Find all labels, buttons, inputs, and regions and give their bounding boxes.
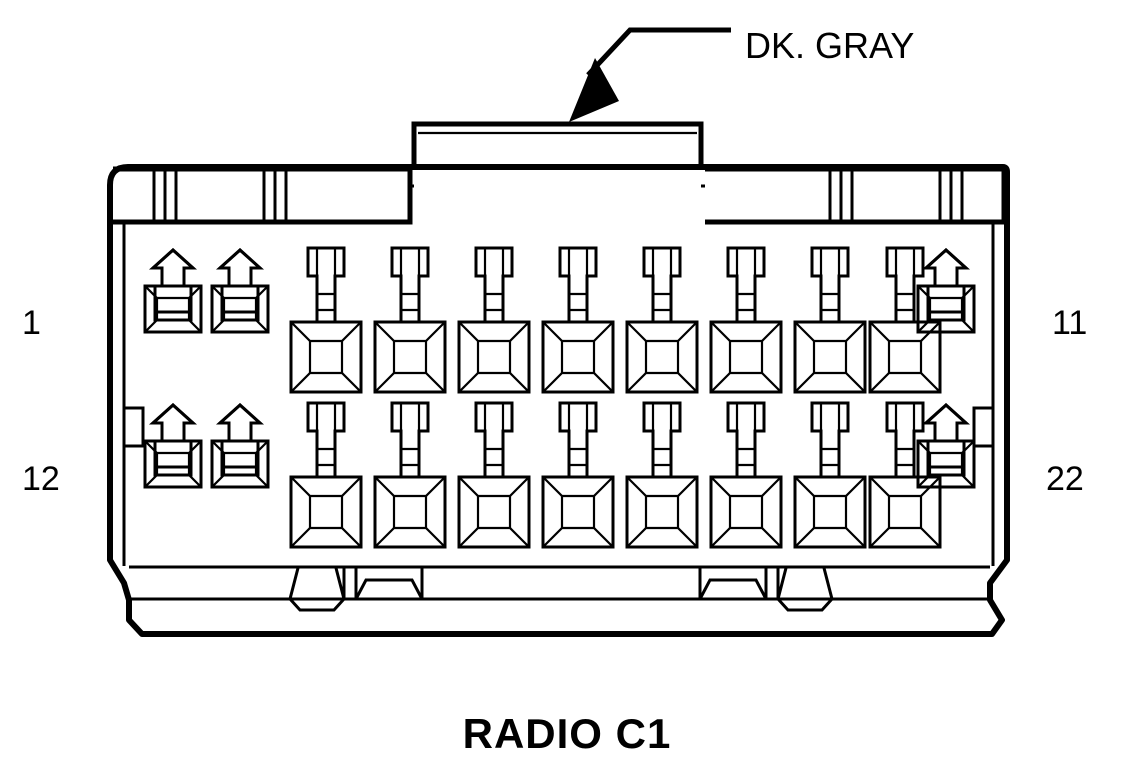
callout-arrowhead-icon (569, 58, 619, 122)
callout-leader-line (586, 27, 731, 77)
inner-side-walls (122, 224, 995, 566)
pin-label-top-right: 11 (1052, 304, 1087, 342)
top-band-right (705, 166, 1007, 225)
connector-outer-shell (107, 164, 1010, 637)
pin-label-bottom-right: 22 (1046, 460, 1084, 498)
diagram-title: RADIO C1 (463, 710, 672, 757)
inner-wall-right-notch (972, 406, 993, 448)
pin-label-bottom-left: 12 (22, 460, 60, 498)
top-band (113, 166, 1007, 225)
inner-wall-left-notch (124, 406, 145, 448)
callout-label: DK. GRAY (745, 25, 914, 66)
bottom-skirt (126, 565, 993, 612)
pin-label-top-left: 1 (22, 304, 41, 342)
callout-leader-group (569, 27, 731, 122)
connector-body (107, 164, 1010, 637)
top-band-left (113, 166, 413, 225)
